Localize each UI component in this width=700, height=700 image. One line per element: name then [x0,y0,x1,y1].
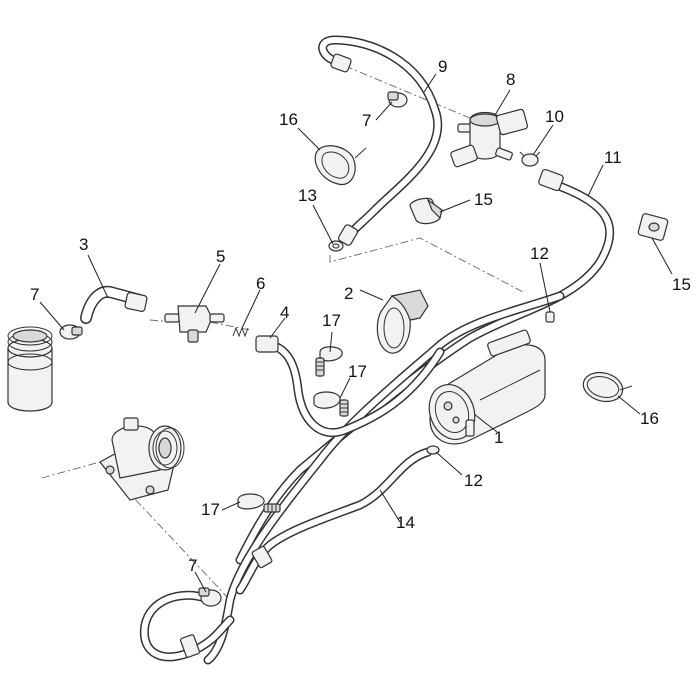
hose-11-end [538,168,564,192]
callout-17-b: 17 [348,362,367,381]
callout-9: 9 [438,57,447,76]
callout-10: 10 [545,107,564,126]
callout-5: 5 [216,247,225,266]
solenoid-valve-8 [450,108,529,168]
callout-4: 4 [280,303,289,322]
spring-6 [232,326,249,338]
callout-16-top: 16 [279,110,298,129]
callout-3: 3 [79,235,88,254]
callout-13: 13 [298,186,317,205]
callout-12-lower: 12 [464,471,483,490]
canister-1 [428,329,546,445]
callouts: 1 2 3 4 5 6 7 7 7 8 9 10 11 12 12 13 14 … [30,57,691,575]
valve-5 [164,305,225,343]
callout-7-left: 7 [30,285,39,304]
hose-11 [203,177,615,665]
leader-lines [39,73,673,593]
ring-12-upper [545,311,555,323]
clamp-17-b [313,391,349,417]
clamp-7-bottom [198,587,222,607]
bracket-15-right [637,213,669,241]
callout-2: 2 [344,284,353,303]
ring-16-top [314,145,367,186]
callout-12-upper: 12 [530,244,549,263]
ring-13 [328,240,344,252]
callout-6: 6 [256,274,265,293]
clamp-17-c [237,493,281,513]
clamp-17-a [315,346,343,377]
callout-15-mid: 15 [474,190,493,209]
callout-15-right: 15 [672,275,691,294]
callout-17-a: 17 [322,311,341,330]
callout-8: 8 [506,70,515,89]
callout-17-c: 17 [201,500,220,519]
callout-11: 11 [604,148,622,167]
intake-tube [7,326,53,412]
throttle-body [99,417,185,501]
callout-16-right: 16 [640,409,659,428]
band-2 [376,289,429,354]
clip-10 [519,151,541,167]
clamp-7-top [387,91,408,108]
hose-3 [80,285,148,324]
hose-4 [255,335,445,438]
hose-9 [318,35,442,246]
bracket-15-mid [409,197,443,225]
callout-14: 14 [396,513,415,532]
callout-1: 1 [494,428,503,447]
callout-7-bottom: 7 [188,556,197,575]
callout-7-top: 7 [362,111,371,130]
ring-16-right [582,371,633,403]
clamp-7-left [59,324,83,340]
hose-14 [139,447,433,662]
